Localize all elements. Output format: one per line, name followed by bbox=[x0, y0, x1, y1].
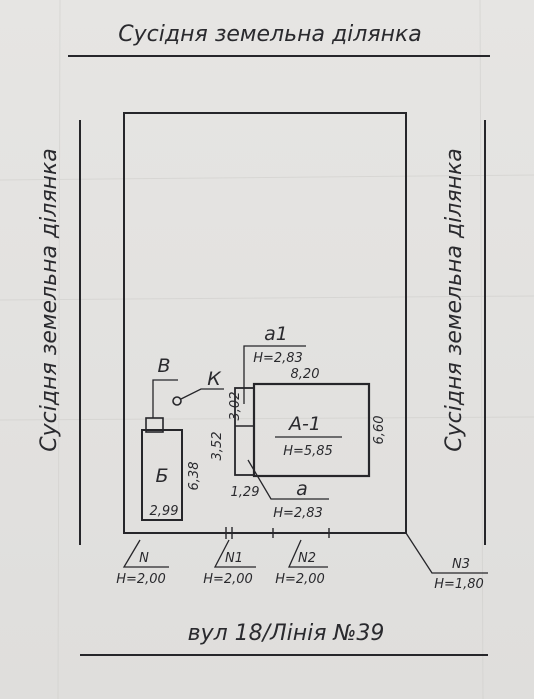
building-b-name: Б bbox=[155, 465, 168, 487]
well-icon bbox=[172, 396, 182, 406]
annex-v-leader bbox=[152, 379, 178, 418]
building-a1-length: 8,20 bbox=[291, 367, 320, 382]
fence-n2-height: Н=2,00 bbox=[275, 572, 325, 587]
well-name: К bbox=[207, 368, 222, 390]
annex-a1-height: Н=2,83 bbox=[253, 351, 303, 366]
fence-n1-name: N1 bbox=[225, 551, 243, 566]
neighbor-left-label: Сусідня земельна ділянка bbox=[37, 148, 62, 451]
fence-n3-leader bbox=[405, 532, 488, 574]
annex-a1-name: а1 bbox=[264, 323, 288, 345]
building-b-width: 2,99 bbox=[150, 504, 179, 519]
fence-n2-leader bbox=[287, 539, 328, 568]
annex-a-height: Н=2,83 bbox=[273, 506, 323, 521]
fence-n1-height: Н=2,00 bbox=[203, 572, 253, 587]
fence-n-height: Н=2,00 bbox=[116, 572, 166, 587]
annex-a-name: а bbox=[296, 478, 308, 500]
neighbor-top-label: Сусідня земельна ділянка bbox=[118, 22, 421, 47]
fence-n1-leader bbox=[213, 539, 256, 568]
fence-ticks bbox=[225, 527, 330, 539]
fence-n2-name: N2 bbox=[298, 551, 316, 566]
neighbor-right-label: Сусідня земельна ділянка bbox=[442, 148, 467, 451]
annex-v-name: В bbox=[157, 355, 170, 377]
plot-boundary bbox=[123, 112, 407, 534]
building-b bbox=[141, 429, 183, 521]
annex-a-width: 1,29 bbox=[231, 485, 260, 500]
well-leader bbox=[180, 388, 224, 400]
street-label: вул 18/Лінія №39 bbox=[188, 621, 385, 646]
annex-a1-leader bbox=[243, 345, 306, 404]
building-b-length: 6,38 bbox=[187, 462, 202, 491]
building-a1-height: Н=5,85 bbox=[283, 444, 333, 459]
annex-a1-length: 3,02 bbox=[228, 392, 243, 421]
annex-a-length: 3,52 bbox=[210, 432, 225, 461]
fence-n3-height: Н=1,80 bbox=[434, 577, 484, 592]
building-a1-width: 6,60 bbox=[372, 416, 387, 445]
fence-n-name: N bbox=[139, 551, 149, 566]
fence-n3-name: N3 bbox=[452, 557, 470, 572]
building-a1-name: А-1 bbox=[287, 413, 321, 435]
annex-v bbox=[145, 417, 164, 433]
annex-a-leader bbox=[247, 459, 329, 500]
fence-n-leader bbox=[122, 539, 169, 568]
